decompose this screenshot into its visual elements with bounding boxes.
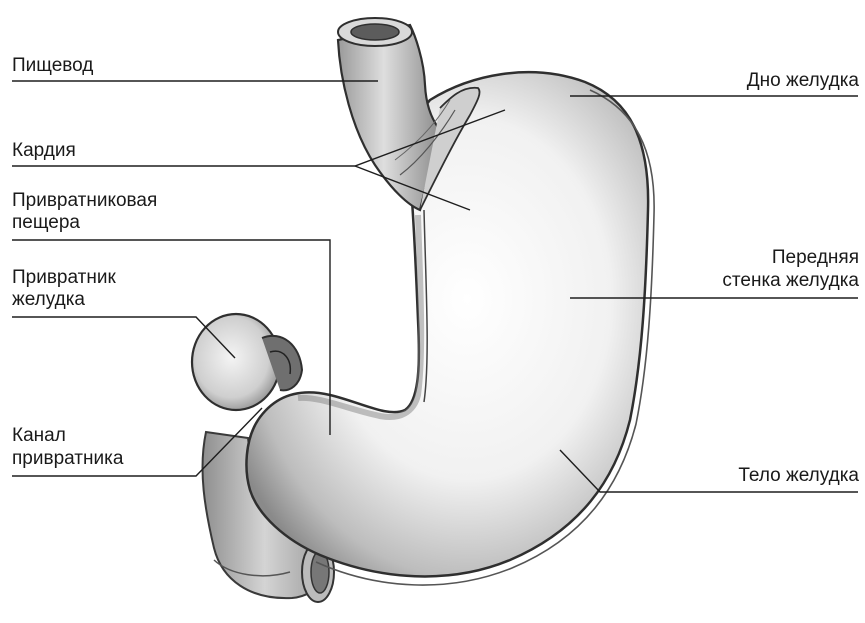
label-anterior-wall-line2: стенка желудка — [722, 270, 859, 292]
label-body: Тело желудка — [738, 465, 859, 487]
label-anterior-wall-line1: Передняя — [772, 247, 859, 269]
label-esophagus: Пищевод — [12, 55, 93, 77]
label-pylorus-line1: Привратник — [12, 267, 116, 289]
label-pyloric-canal-line2: привратника — [12, 448, 123, 470]
label-pylorus-line2: желудка — [12, 289, 85, 311]
label-pyloric-canal-line1: Канал — [12, 425, 66, 447]
label-fundus: Дно желудка — [747, 70, 859, 92]
label-pyloric-antrum-line2: пещера — [12, 212, 80, 234]
label-cardia: Кардия — [12, 140, 76, 162]
label-pyloric-antrum-line1: Привратниковая — [12, 190, 157, 212]
